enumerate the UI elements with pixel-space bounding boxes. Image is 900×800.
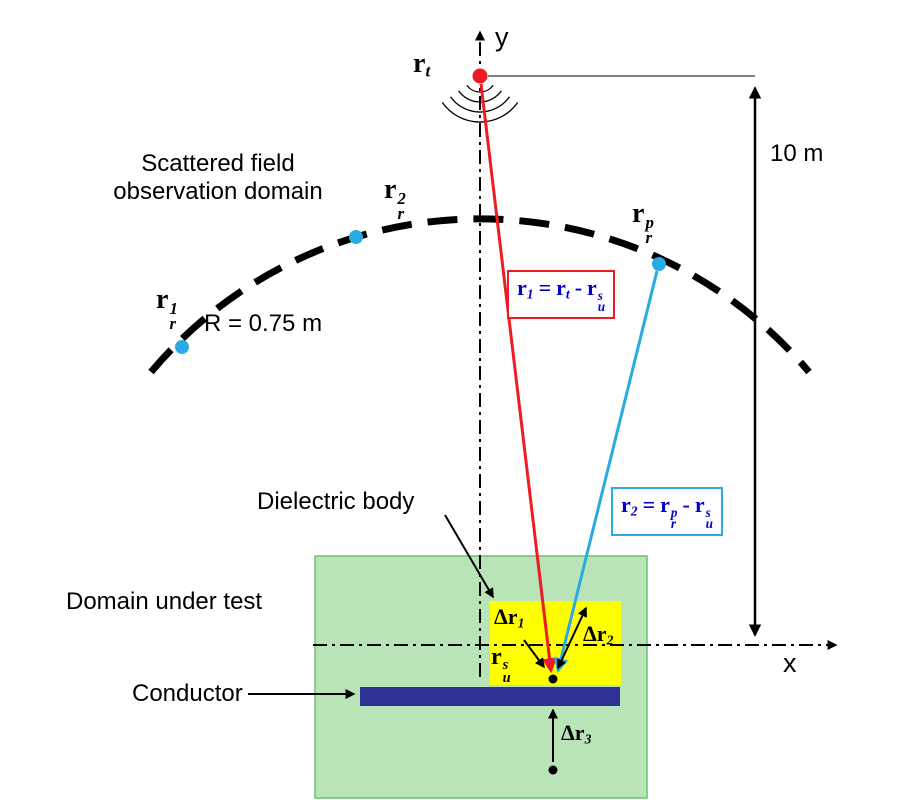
dr2-arrow [557, 606, 587, 670]
label-main: r [384, 174, 397, 205]
eq-equals: = [538, 275, 552, 300]
radius-label: R = 0.75 m [204, 310, 323, 337]
eq-sup: s [705, 505, 711, 521]
label-main: r [632, 198, 645, 229]
eq-sub: u [597, 299, 606, 315]
eq-sub: 1 [526, 286, 534, 302]
eq-term: r [556, 275, 566, 300]
dielectric-pointer-arrow [444, 514, 494, 599]
y-axis-label: y [495, 22, 509, 52]
eq-equals: = [642, 492, 656, 517]
label-sub: 1 [517, 615, 525, 631]
label-sub: 3 [584, 731, 592, 747]
eq-sub: t [565, 286, 570, 302]
caption-line-1: Scattered field [141, 150, 295, 177]
eq-minus: - [682, 492, 690, 517]
receiver-dot-1 [175, 340, 189, 354]
height-label: 10 m [770, 140, 824, 167]
observation-arc [148, 215, 812, 375]
observation-domain-caption: Scattered field observation domain [98, 150, 338, 205]
scatterer-dot [548, 674, 558, 684]
label-sub: u [502, 669, 511, 686]
dielectric-body-label: Dielectric body [257, 488, 415, 515]
receiver-dot-2 [349, 230, 363, 244]
dr1-label: Δr1 [494, 604, 524, 631]
buried-point-dot [548, 765, 558, 775]
eq-sub: r [670, 516, 677, 532]
eq-term: r [621, 492, 631, 517]
label-main: r [491, 644, 502, 670]
label-sub: r [397, 203, 404, 223]
r1-vector [479, 83, 557, 674]
eq-sub: 2 [630, 503, 638, 519]
conductor-bar [360, 687, 620, 706]
eq-sup: p [670, 505, 678, 521]
domain-under-test-label: Domain under test [66, 588, 263, 615]
label-main: Δr [583, 621, 607, 646]
label-sup: 2 [397, 189, 406, 209]
dr3-label: Δr3 [561, 720, 591, 747]
label-sub: t [425, 61, 431, 81]
label-sub: r [169, 313, 176, 333]
eq-term: r [694, 492, 705, 517]
conductor-label: Conductor [132, 680, 243, 707]
eq-term: r [517, 275, 527, 300]
label-sup: s [502, 657, 509, 674]
label-sub: 2 [606, 632, 614, 648]
eq-minus: - [574, 275, 583, 300]
dr1-arrow [523, 639, 545, 669]
caption-line-2: observation domain [113, 177, 323, 205]
eq-term: r [587, 275, 597, 300]
eq-sup: s [597, 288, 603, 304]
transmitter-label: rt [413, 48, 430, 81]
label-main: Δr [561, 720, 585, 745]
wave-arcs-icon [441, 84, 519, 123]
x-axis-label: x [783, 648, 797, 678]
label-sub: r [645, 227, 652, 247]
receiver-dot-p [652, 257, 666, 271]
dr2-label: Δr2 [583, 621, 613, 648]
eq-sub: u [705, 516, 713, 532]
label-main: r [156, 284, 169, 315]
r2-vector [553, 270, 659, 674]
eq-term: r [660, 492, 670, 517]
label-main: r [413, 48, 426, 79]
label-main: Δr [494, 604, 518, 629]
label-sup: 1 [169, 299, 178, 319]
label-sup: p [645, 213, 654, 233]
transmitter-dot [472, 68, 488, 84]
